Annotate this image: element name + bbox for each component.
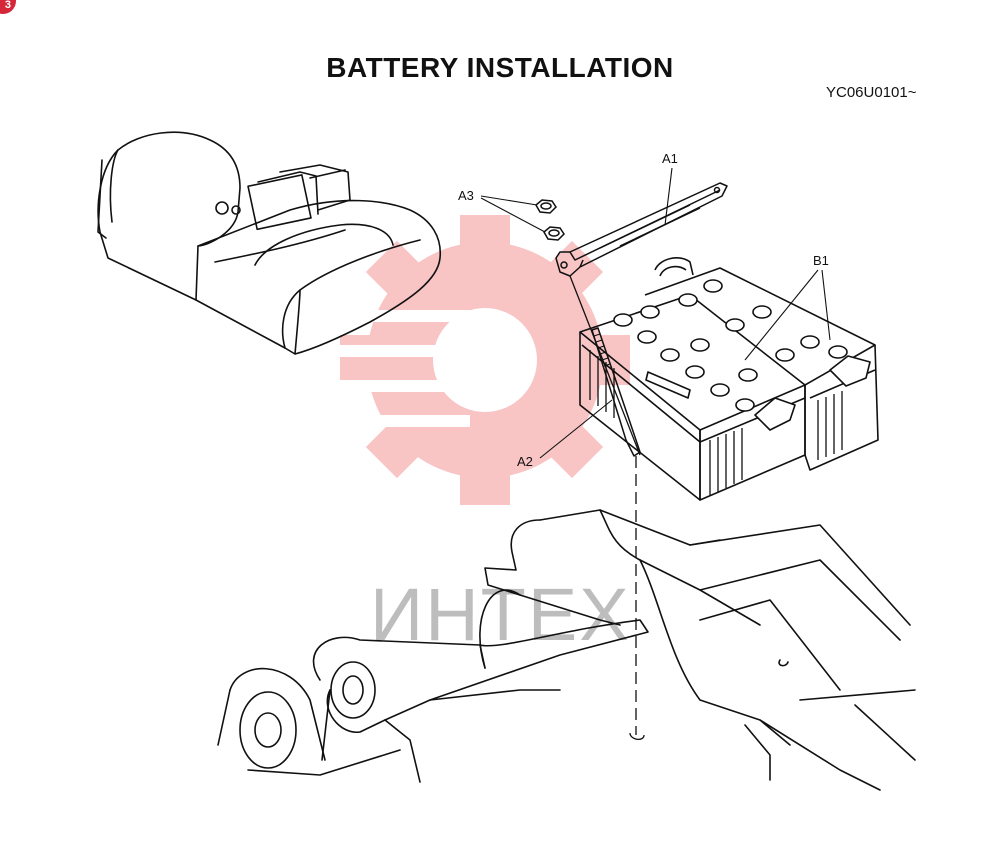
watermark-text: ИНТЕХ [370,573,631,656]
callout-a1-label: A1 [662,151,678,166]
callout-a3: A3 [458,188,546,233]
watermark-gear-logo [300,215,630,505]
operator-seat [97,131,442,355]
battery-rear [644,257,879,471]
page-title: BATTERY INSTALLATION [326,52,674,83]
chassis-frame [217,509,916,791]
callout-a2-label: A2 [517,454,533,469]
hold-down-bracket [555,182,728,277]
callout-b1-label: B1 [813,253,829,268]
callout-a3-label: A3 [458,188,474,203]
battery-front [579,294,806,501]
callout-a2: A2 [517,399,613,469]
nut-lower [543,226,565,241]
j-bolt [591,327,641,457]
callout-a1: A1 [662,151,678,226]
model-code: YC06U0101~ [826,84,917,101]
assembly-guide-lines [569,275,645,740]
nut-upper [535,199,557,214]
callout-b1: B1 [744,253,831,361]
